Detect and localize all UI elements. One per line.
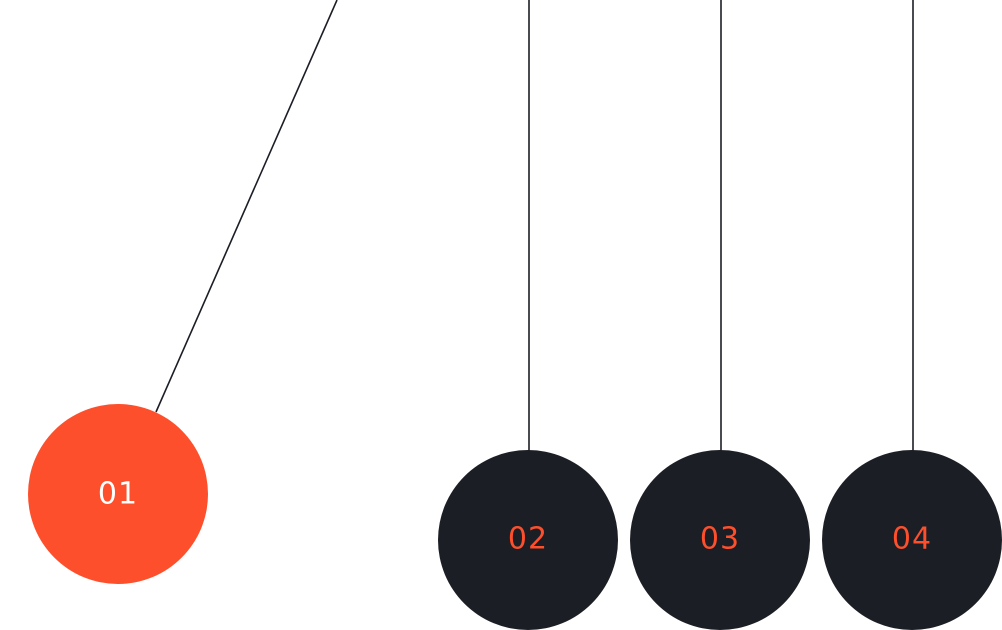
ball-04-group: 04	[822, 0, 1002, 630]
ball-02	[438, 450, 618, 630]
ball-03-group: 03	[630, 0, 810, 630]
string-01	[155, 0, 338, 413]
ball-02-group: 02	[438, 0, 618, 630]
ball-01-label: 01	[98, 477, 138, 512]
ball-02-label: 02	[508, 522, 548, 557]
ball-04	[822, 450, 1002, 630]
ball-01	[28, 404, 208, 584]
ball-01-group: 01	[28, 0, 338, 584]
ball-03	[630, 450, 810, 630]
ball-03-label: 03	[700, 522, 740, 557]
ball-04-label: 04	[892, 522, 932, 557]
